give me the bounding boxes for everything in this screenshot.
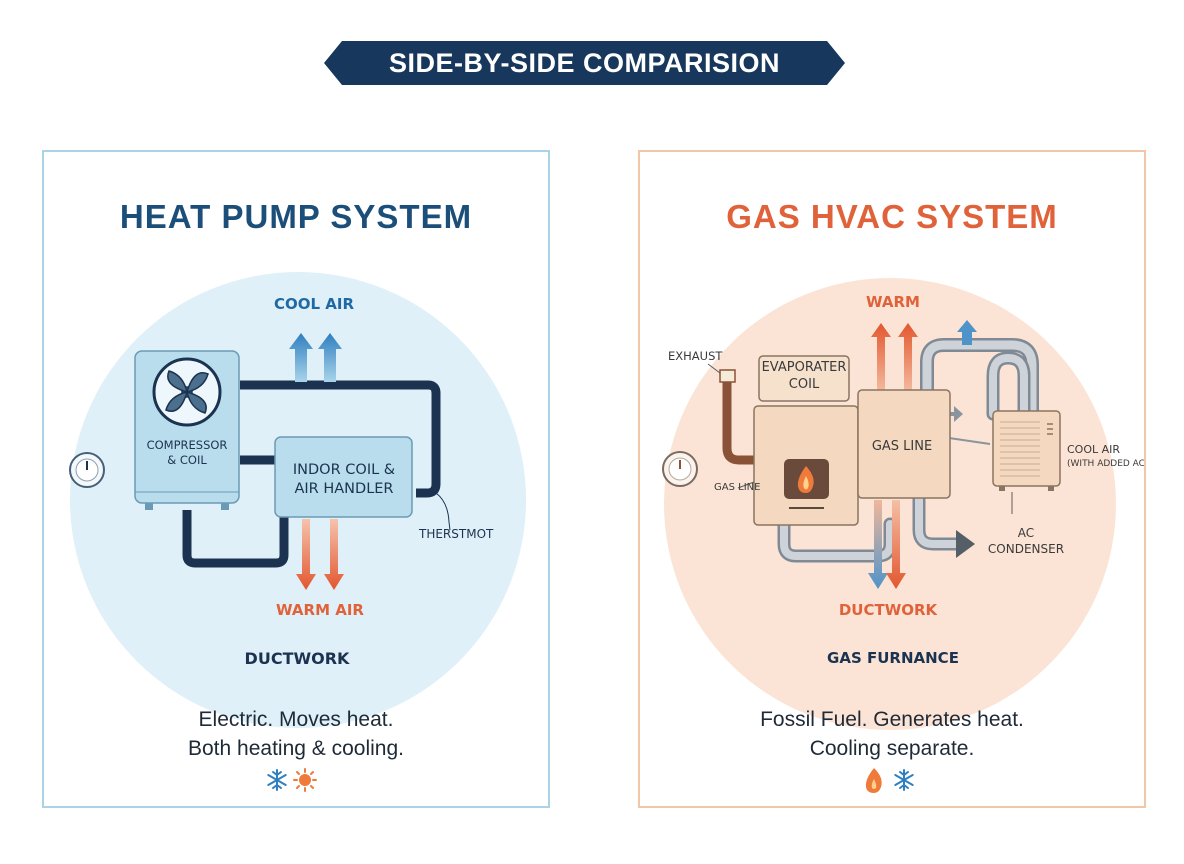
flame-icon (865, 768, 882, 793)
warm-air-arrows (296, 519, 344, 590)
sun-icon (293, 768, 317, 792)
ductwork-arrow-red (886, 500, 906, 589)
gas-line-box (857, 389, 951, 499)
thermostat-dial-icon (69, 452, 105, 488)
cool-air-arrows (289, 333, 342, 382)
thermostat-dial-icon (662, 451, 698, 487)
cool-air-label: COOL AIR (273, 295, 355, 313)
heat-pump-title: HEAT PUMP SYSTEM (119, 198, 473, 235)
indoor-coil-unit (274, 436, 413, 518)
refrigerant-pipe-top (240, 380, 441, 498)
thermostat-label: THERSTMOT (419, 527, 494, 541)
gas-hvac-panel: GAS HVAC SYSTEM (638, 150, 1146, 808)
ductwork-label: DUCTWORK (838, 601, 938, 619)
gas-furnace-unit (753, 405, 859, 526)
cool-air-label: COOL AIR(WITH ADDED AC) (1067, 443, 1146, 469)
warm-label: WARM (866, 293, 920, 311)
heat-pump-diagram (69, 272, 526, 792)
ductwork-arrow-blue (868, 500, 888, 589)
heat-pump-description: Electric. Moves heat. Both heating & coo… (188, 708, 404, 760)
exhaust-label: EXHAUST (668, 349, 723, 363)
snowflake-icon (267, 769, 287, 791)
indoor-coil-label: INDOR COIL &AIR HANDLER (292, 462, 396, 497)
ac-condenser-unit (992, 410, 1061, 514)
ductwork-label: DUCTWORK (244, 649, 350, 668)
snowflake-icon (894, 769, 914, 791)
gas-furnace-label: GAS FURNANCE (827, 649, 959, 667)
compressor-label: COMPRESSOR& COIL (146, 438, 228, 467)
warm-air-label: WARM AIR (276, 601, 364, 619)
heat-pump-panel: HEAT PUMP SYSTEM (42, 150, 550, 808)
exhaust-flue (722, 379, 758, 465)
gas-hvac-diagram (662, 278, 1116, 793)
condenser-arrow (956, 530, 975, 558)
evaporator-coil-box (758, 355, 850, 402)
banner-title: SIDE-BY-SIDE COMPARISION (388, 48, 781, 78)
gas-hvac-description: Fossil Fuel. Generates heat. Cooling sep… (760, 708, 1024, 760)
compressor-unit (134, 350, 240, 510)
gas-line-left-label: GAS LINE (714, 482, 761, 493)
title-banner: SIDE-BY-SIDE COMPARISION (324, 41, 845, 85)
warm-arrows (871, 323, 918, 398)
gas-line-center-label: GAS LINE (871, 439, 933, 454)
gas-hvac-title: GAS HVAC SYSTEM (726, 198, 1058, 235)
cool-air-up-arrow (957, 320, 977, 345)
banner-shape (324, 41, 845, 85)
refrigerant-pipe-bottom (182, 510, 289, 568)
